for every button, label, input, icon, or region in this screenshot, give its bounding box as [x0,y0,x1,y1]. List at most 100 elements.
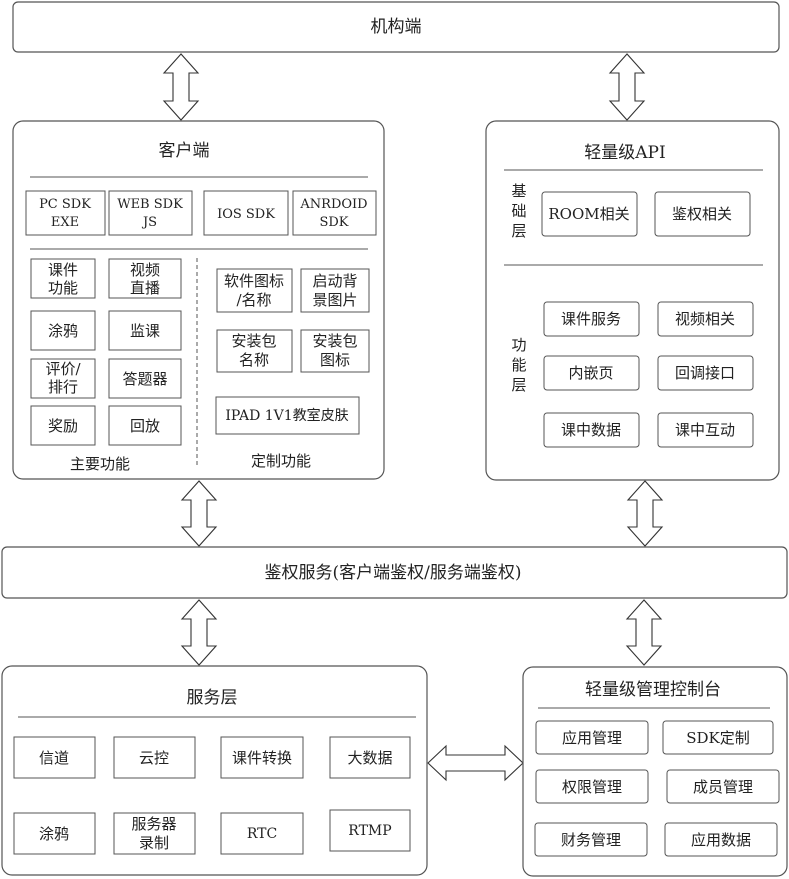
svg-text:ROOM相关: ROOM相关 [548,205,629,223]
custom-ipad-skin: IPAD 1V1教室皮肤 [215,396,360,435]
svg-text:SDK: SDK [319,215,348,230]
main-features-caption: 主要功能 [70,455,130,473]
arrow-auth-service [180,599,218,666]
svg-text:课中互动: 课中互动 [675,421,735,439]
svg-text:层: 层 [511,376,526,394]
sdk-android: ANRDOID SDK [292,190,377,236]
api-title: 轻量级API [584,143,665,163]
service-channel: 信道 [13,736,96,779]
arrow-api-auth [626,480,664,547]
svg-text:云控: 云控 [139,749,169,767]
svg-text:服务器: 服务器 [131,815,176,833]
auth-service-label: 鉴权服务(客户端鉴权/服务端鉴权) [265,563,522,583]
svg-text:PC SDK: PC SDK [39,197,91,212]
service-graffiti: 涂鸦 [13,812,96,855]
svg-text:能: 能 [511,356,526,374]
svg-text:启动背: 启动背 [312,272,357,290]
custom-app-icon-name: 软件图标 /名称 [216,268,293,313]
org-label: 机构端 [371,17,422,37]
feature-playback: 回放 [108,405,182,446]
svg-text:WEB SDK: WEB SDK [117,197,183,212]
console-permission-management: 权限管理 [535,769,649,804]
svg-text:名称: 名称 [239,351,269,369]
svg-text:EXE: EXE [51,215,79,230]
feature-live-video: 视频 直播 [108,258,182,299]
service-courseware-convert: 课件转换 [220,736,304,779]
svg-text:奖励: 奖励 [48,417,78,435]
svg-text:ANRDOID: ANRDOID [299,197,367,212]
svg-text:鉴权相关: 鉴权相关 [672,205,732,223]
svg-text:视频相关: 视频相关 [675,310,735,328]
svg-text:层: 层 [511,222,526,240]
service-cloud-control: 云控 [113,736,196,779]
svg-text:图标: 图标 [320,351,350,369]
svg-text:SDK定制: SDK定制 [686,729,750,747]
arrow-client-auth [180,480,218,547]
org-panel [12,1,780,53]
svg-text:/名称: /名称 [236,291,271,309]
arrow-service-console [427,744,524,782]
feature-rating-ranking: 评价/ 排行 [30,358,96,399]
console-title: 轻量级管理控制台 [585,680,721,700]
svg-text:成员管理: 成员管理 [693,778,753,796]
sdk-ios: IOS SDK [203,190,289,236]
api-video: 视频相关 [657,301,754,337]
svg-text:功: 功 [511,336,526,354]
custom-package-icon: 安装包 图标 [300,329,370,373]
svg-text:大数据: 大数据 [347,749,392,767]
svg-text:信道: 信道 [39,749,69,767]
svg-text:权限管理: 权限管理 [562,778,622,796]
svg-text:IPAD 1V1教室皮肤: IPAD 1V1教室皮肤 [225,407,348,424]
custom-features-caption: 定制功能 [251,452,311,470]
api-room: ROOM相关 [541,191,638,237]
svg-text:JS: JS [141,215,157,230]
svg-text:RTMP: RTMP [348,823,391,839]
feature-answer-device: 答题器 [108,358,182,399]
console-finance-management: 财务管理 [534,822,648,857]
api-auth: 鉴权相关 [654,191,751,237]
service-rtc: RTC [220,812,304,855]
svg-text:景图片: 景图片 [312,291,357,309]
sdk-web: WEB SDK JS [108,190,193,236]
svg-text:基: 基 [511,182,526,200]
svg-text:录制: 录制 [139,834,169,852]
svg-text:应用管理: 应用管理 [562,729,622,747]
console-app-data: 应用数据 [664,822,778,857]
svg-text:础: 础 [511,202,526,220]
svg-text:回调接口: 回调接口 [675,364,735,382]
auth-service-panel [1,546,788,599]
svg-text:涂鸦: 涂鸦 [48,322,78,340]
svg-text:涂鸦: 涂鸦 [39,825,69,843]
svg-text:评价/: 评价/ [45,360,81,378]
svg-text:课件服务: 课件服务 [561,310,621,328]
service-rtmp: RTMP [329,809,411,852]
svg-text:RTC: RTC [247,826,277,842]
arrow-org-client [162,53,200,121]
svg-text:课中数据: 课中数据 [561,421,621,439]
svg-text:排行: 排行 [48,378,78,396]
console-app-management: 应用管理 [535,720,649,755]
api-callback: 回调接口 [657,355,754,391]
svg-text:课件: 课件 [48,261,78,279]
console-member-management: 成员管理 [666,769,780,804]
api-courseware-service: 课件服务 [543,301,640,337]
client-title: 客户端 [159,141,210,161]
svg-text:答题器: 答题器 [122,370,167,388]
svg-text:安装包: 安装包 [231,332,276,350]
svg-text:内嵌页: 内嵌页 [568,364,613,382]
api-embedded-page: 内嵌页 [543,355,640,391]
svg-text:应用数据: 应用数据 [691,831,751,849]
custom-splash-image: 启动背 景图片 [300,268,370,313]
service-server-recording: 服务器 录制 [113,812,196,855]
svg-text:功能: 功能 [48,279,78,297]
func-layer-label: 功 能 层 [511,336,526,394]
svg-text:回放: 回放 [130,417,160,435]
service-big-data: 大数据 [329,736,411,779]
feature-courseware: 课件 功能 [30,258,96,299]
arrow-auth-console [625,599,663,666]
svg-text:IOS SDK: IOS SDK [217,207,275,222]
svg-text:财务管理: 财务管理 [561,831,621,849]
svg-text:直播: 直播 [130,279,160,297]
svg-text:课件转换: 课件转换 [232,749,292,767]
api-class-data: 课中数据 [543,412,640,448]
